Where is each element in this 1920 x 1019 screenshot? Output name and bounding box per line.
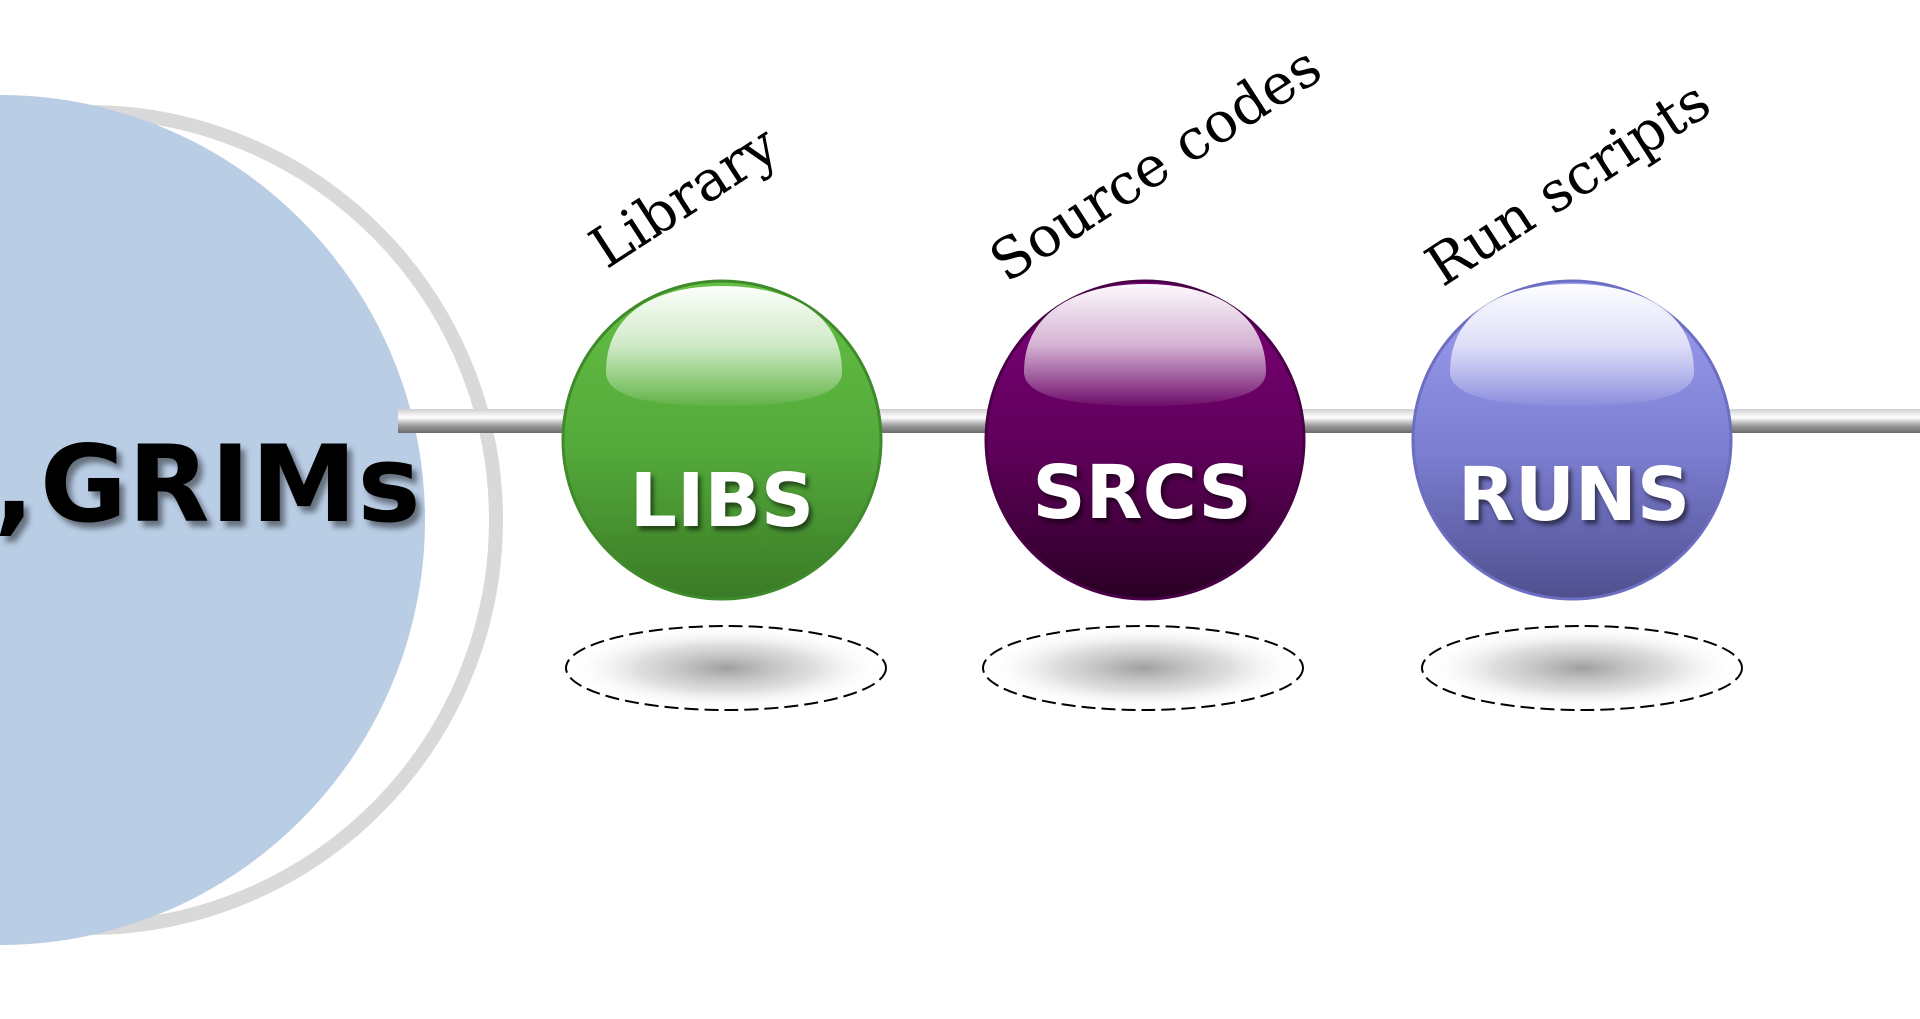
connector-rod <box>398 409 570 433</box>
main-node-title-text: GRIMs <box>40 423 422 546</box>
sphere-shadow-srcs <box>982 625 1304 711</box>
node-label-libs: LIBS <box>629 458 815 544</box>
node-label-runs: RUNS <box>1457 452 1691 538</box>
sphere-runs <box>1411 279 1733 601</box>
sphere-srcs <box>984 279 1306 601</box>
sphere-libs <box>561 279 883 601</box>
node-label-srcs: SRCS <box>1032 450 1252 536</box>
connector-rod <box>1726 409 1920 433</box>
connector-rod <box>1300 409 1418 433</box>
main-node-title: , GRIMs <box>0 432 460 538</box>
connector-rod <box>870 409 992 433</box>
sphere-shadow-runs <box>1421 625 1743 711</box>
main-node-title-fragment: , <box>0 432 35 538</box>
sphere-shadow-libs <box>565 625 887 711</box>
main-node-circle <box>0 95 425 945</box>
